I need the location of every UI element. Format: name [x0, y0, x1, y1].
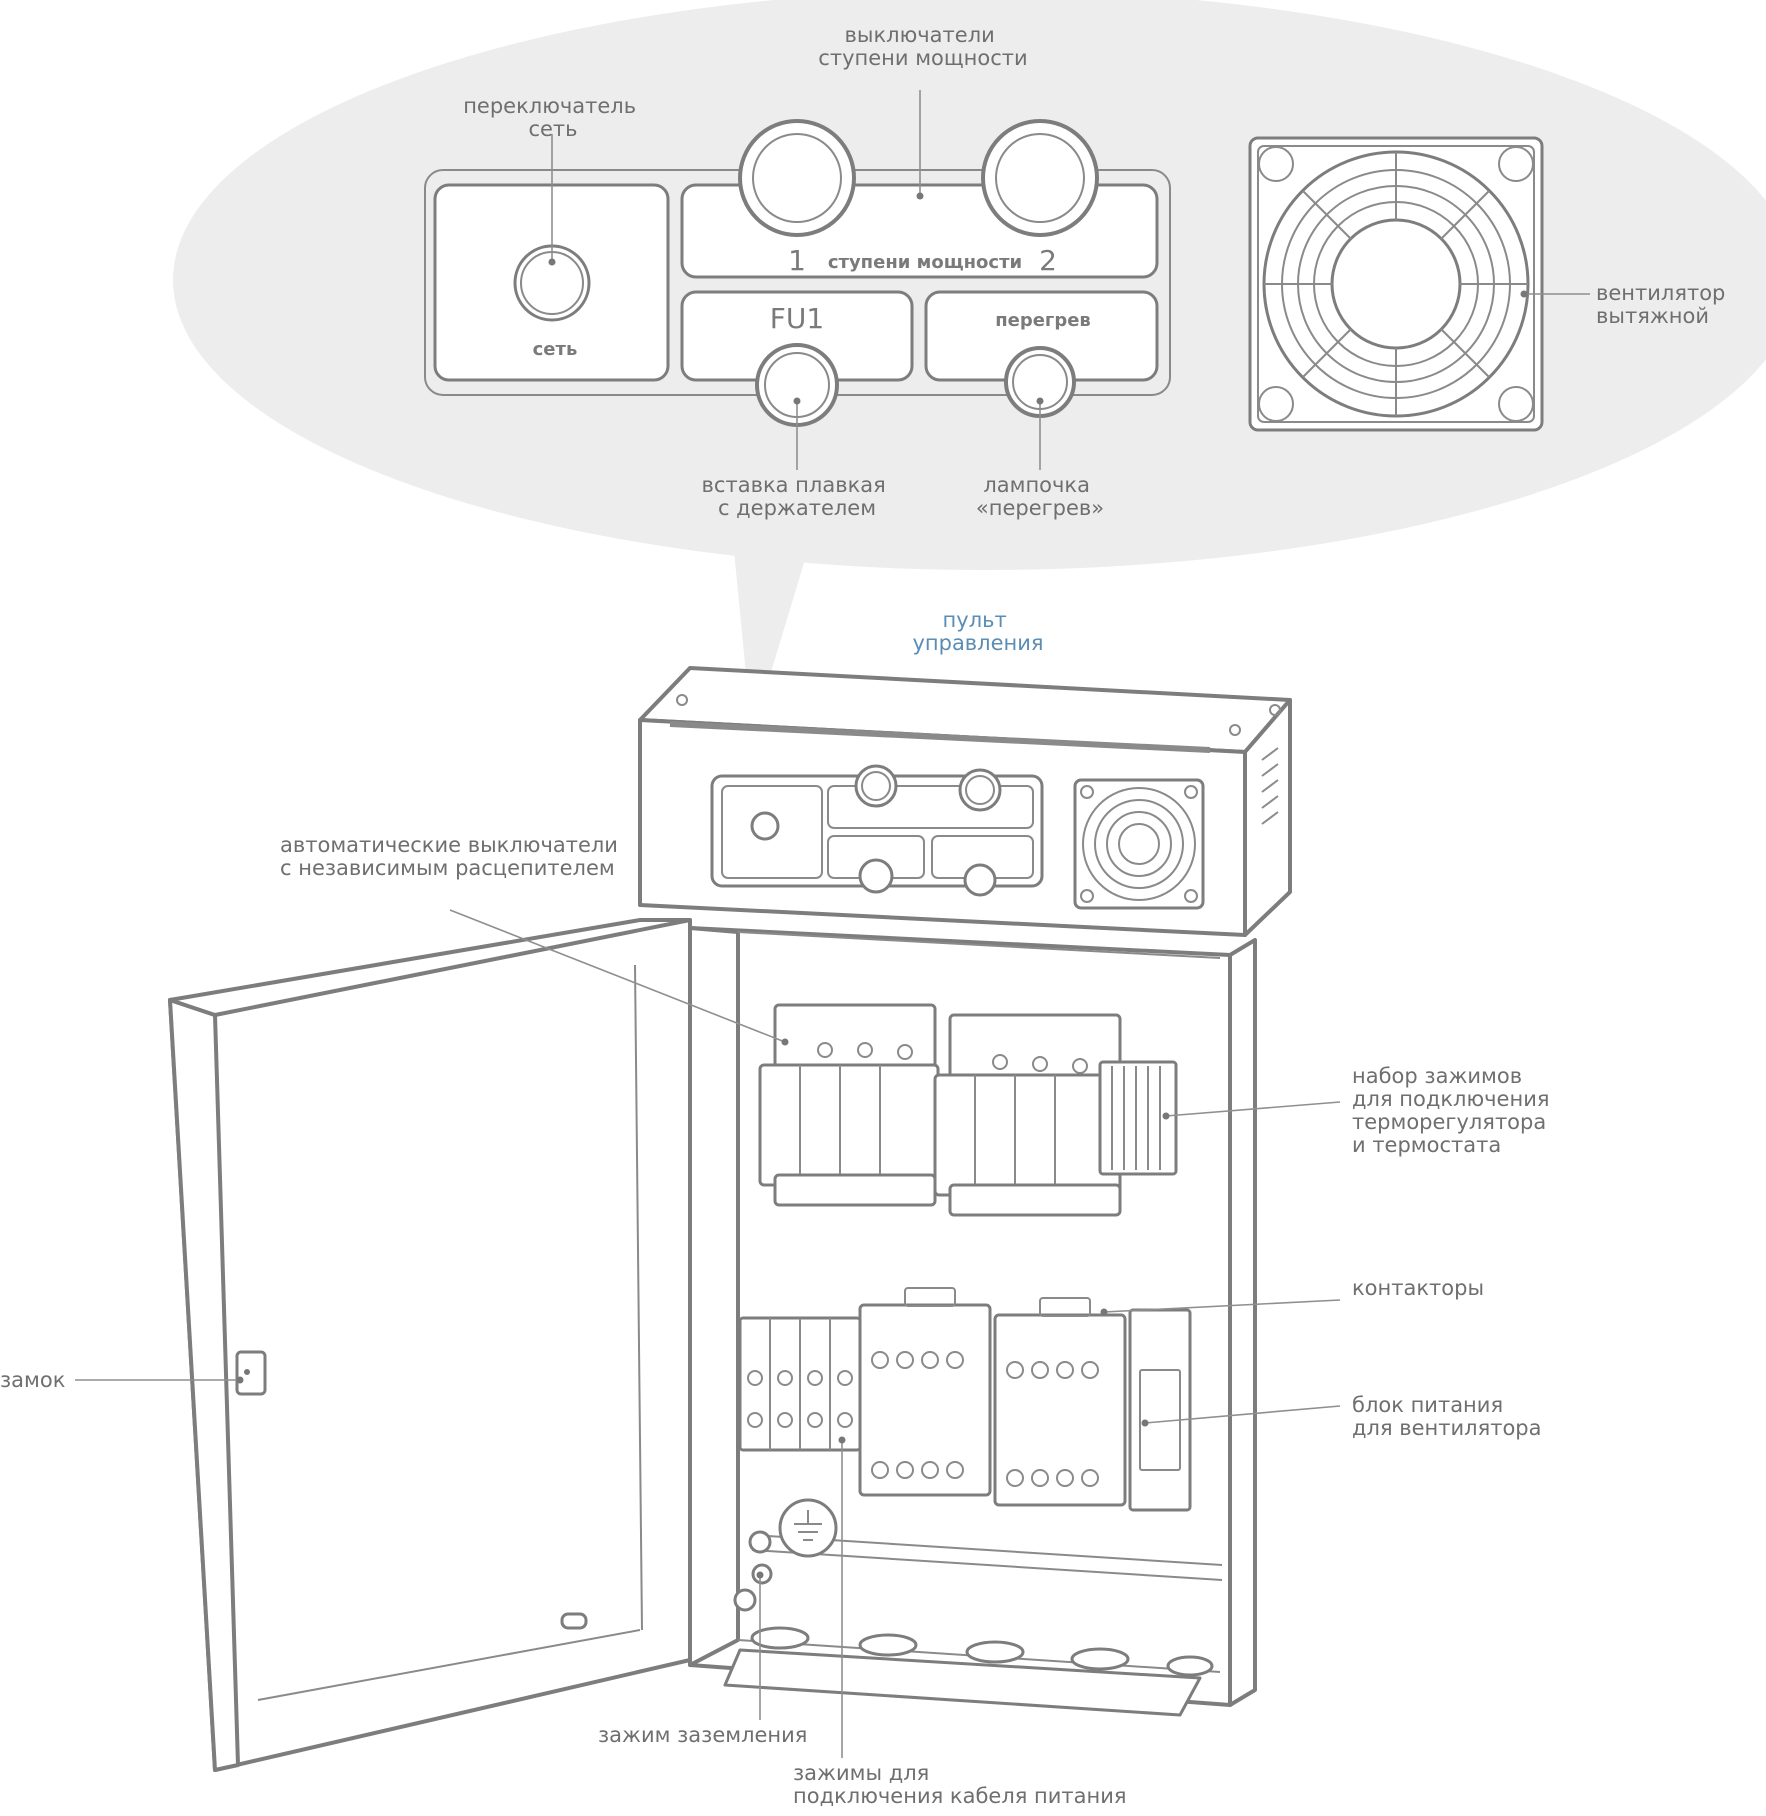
fan-grille-enlarged: [1248, 136, 1544, 432]
stage-2-label: 2: [1039, 244, 1057, 277]
exhaust-fan-label: вентилятор вытяжной: [1596, 281, 1732, 328]
power-cable-terminals: [738, 1316, 862, 1452]
fuse-holder: [755, 343, 839, 427]
fuse-label: вставка плавкая с держателем: [702, 473, 893, 520]
control-panel-enlarged: сеть 1 ступени мощности 2 FU1 перегрев: [424, 119, 1171, 427]
lock-icon: [235, 1350, 267, 1396]
terminal-block-set: [1098, 1060, 1178, 1176]
circuit-breakers: [758, 1003, 1122, 1217]
contactors: [858, 1287, 1127, 1507]
fan-power-supply: [1128, 1308, 1192, 1512]
contactors-label: контакторы: [1352, 1276, 1484, 1300]
overheat-lamp-label: лампочка «перегрев»: [976, 473, 1104, 520]
fu1-label: FU1: [770, 302, 824, 335]
power-switches-label: выключатели ступени мощности: [818, 23, 1027, 70]
stage-power-label: ступени мощности: [828, 252, 1022, 273]
control-panel-label: пульт управления: [912, 608, 1043, 655]
stage-1-button: [738, 119, 856, 237]
fan-small: [1073, 778, 1205, 910]
control-panel-small: [710, 764, 1044, 897]
psu-label: блок питания для вентилятора: [1352, 1393, 1542, 1440]
breakers-label: автоматические выключатели с независимым…: [280, 833, 625, 880]
terminal-set-label: набор зажимов для подключения терморегул…: [1352, 1064, 1556, 1157]
ground-clamp-label: зажим заземления: [598, 1723, 807, 1747]
panel-set-label: сеть: [533, 339, 578, 360]
power-cable-label: зажимы для подключения кабеля питания: [793, 1761, 1127, 1808]
overheat-label: перегрев: [995, 310, 1091, 331]
lock-label: замок: [0, 1368, 65, 1392]
stage-1-label: 1: [788, 244, 806, 277]
stage-2-button: [981, 119, 1099, 237]
cabinet-door: [168, 918, 692, 1772]
mains-switch-label: переключатель сеть: [463, 94, 643, 141]
